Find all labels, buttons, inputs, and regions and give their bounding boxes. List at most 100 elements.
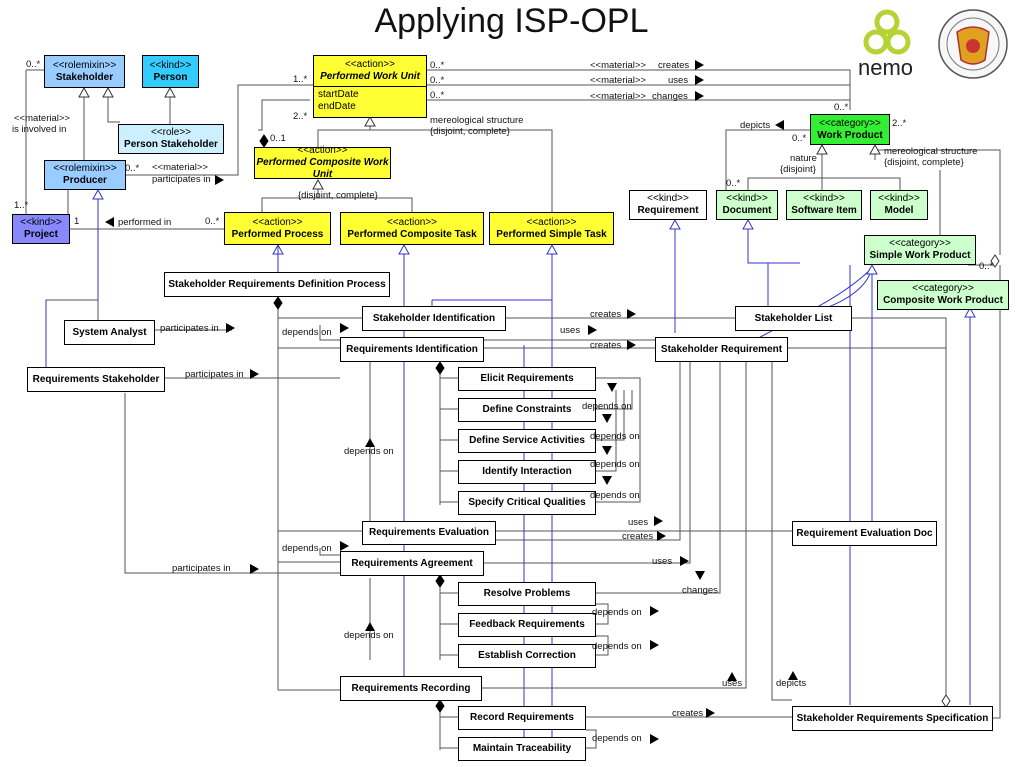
edge-label: 2..* bbox=[892, 118, 907, 129]
requirement-evaluation-doc-node: Requirement Evaluation Doc bbox=[792, 521, 937, 546]
edge-label: 0..* bbox=[205, 216, 220, 227]
establish-correction-node: Establish Correction bbox=[458, 644, 596, 668]
stakeholder-node: <<rolemixin>>Stakeholder bbox=[44, 55, 125, 88]
edge-label: depends on bbox=[344, 446, 394, 457]
edge-label: creates bbox=[622, 531, 654, 542]
edge-label: 1..* bbox=[293, 74, 308, 85]
edge-label: 0..* bbox=[834, 102, 849, 113]
define-service-activities-node: Define Service Activities bbox=[458, 429, 596, 453]
person-node: <<kind>>Person bbox=[142, 55, 199, 88]
model-node: <<kind>>Model bbox=[870, 190, 928, 220]
edge-label: {disjoint, complete} bbox=[430, 126, 510, 137]
edge-label: depicts bbox=[776, 678, 807, 689]
edge-label: depends on bbox=[592, 733, 642, 744]
elicit-requirements-node: Elicit Requirements bbox=[458, 367, 596, 391]
edge-label: 0..* bbox=[430, 90, 445, 101]
edge-label: changes bbox=[682, 585, 718, 596]
nemo-logo-icon bbox=[863, 9, 911, 55]
document-node: <<kind>>Document bbox=[716, 190, 778, 220]
edge-label: depends on bbox=[590, 431, 640, 442]
edge-label: uses bbox=[652, 556, 673, 567]
university-seal-icon bbox=[938, 9, 1008, 79]
stakeholder-identification-node: Stakeholder Identification bbox=[362, 306, 506, 331]
edge-label: depends on bbox=[344, 630, 394, 641]
define-constraints-node: Define Constraints bbox=[458, 398, 596, 422]
requirements-agreement-node: Requirements Agreement bbox=[340, 551, 484, 576]
requirements-stakeholder-node: Requirements Stakeholder bbox=[27, 367, 165, 392]
edge-label: uses bbox=[560, 325, 581, 336]
edge-label: participates in bbox=[185, 369, 244, 380]
edge-label: <<material>> bbox=[590, 91, 646, 102]
edge-label: <<material>> bbox=[590, 75, 646, 86]
performed-process-node: <<action>>Performed Process bbox=[224, 212, 331, 245]
edge-label: uses bbox=[668, 75, 689, 86]
edge-label: participates in bbox=[172, 563, 231, 574]
edge-label: depends on bbox=[590, 459, 640, 470]
edge-label: 0..1 bbox=[270, 133, 286, 144]
edge-label: uses bbox=[628, 517, 649, 528]
edge-label: performed in bbox=[118, 217, 172, 228]
edge-label: depends on bbox=[592, 607, 642, 618]
requirement-node: <<kind>>Requirement bbox=[629, 190, 707, 220]
edge-label: depends on bbox=[582, 401, 632, 412]
maintain-traceability-node: Maintain Traceability bbox=[458, 737, 586, 761]
edge-label: creates bbox=[590, 340, 622, 351]
end-date-attr: endDate bbox=[318, 101, 356, 112]
edge-label: uses bbox=[722, 678, 743, 689]
edge-label: 0..* bbox=[125, 163, 140, 174]
edge-label: 1..* bbox=[14, 200, 29, 211]
edge-label: 0..* bbox=[430, 60, 445, 71]
requirements-evaluation-node: Requirements Evaluation bbox=[362, 521, 496, 545]
edge-label: 0..* bbox=[979, 261, 994, 272]
edge-label: <<material>> bbox=[590, 60, 646, 71]
requirements-recording-node: Requirements Recording bbox=[340, 676, 482, 701]
nemo-logo-text: nemo bbox=[858, 55, 914, 80]
edge-label: 2..* bbox=[293, 111, 308, 122]
performed-composite-task-node: <<action>>Performed Composite Task bbox=[340, 212, 484, 245]
project-node: <<kind>>Project bbox=[12, 214, 70, 244]
performed-composite-work-unit-node: <<action>>Performed Composite Work Unit bbox=[254, 145, 391, 180]
edge-label: 0..* bbox=[26, 59, 41, 70]
edge-label: depends on bbox=[282, 543, 332, 554]
record-requirements-node: Record Requirements bbox=[458, 706, 586, 730]
edge-label: {disjoint, complete} bbox=[298, 190, 378, 201]
edge-label: depends on bbox=[592, 641, 642, 652]
stakeholder-requirement-node: Stakeholder Requirement bbox=[655, 337, 788, 362]
edge-label: creates bbox=[590, 309, 622, 320]
edge-label: participates in bbox=[160, 323, 219, 334]
edge-label: <<material>> bbox=[14, 113, 70, 124]
edge-label: 1 bbox=[74, 216, 80, 227]
edge-label: 0..* bbox=[726, 178, 741, 189]
srdp-node: Stakeholder Requirements Definition Proc… bbox=[164, 272, 390, 297]
performed-simple-task-node: <<action>>Performed Simple Task bbox=[489, 212, 614, 245]
edge-label: nature bbox=[790, 153, 817, 164]
page-title: Applying ISP-OPL bbox=[374, 2, 649, 40]
edge-label: 0..* bbox=[430, 75, 445, 86]
edge-label: {disjoint} bbox=[780, 164, 816, 175]
software-item-node: <<kind>>Software Item bbox=[786, 190, 862, 220]
requirements-identification-node: Requirements Identification bbox=[340, 337, 484, 362]
identify-interaction-node: Identify Interaction bbox=[458, 460, 596, 484]
edge-label: mereological structure bbox=[884, 146, 978, 157]
resolve-problems-node: Resolve Problems bbox=[458, 582, 596, 606]
edge-label: participates in bbox=[152, 174, 211, 185]
simple-work-product-node: <<category>>Simple Work Product bbox=[864, 235, 976, 265]
producer-node: <<rolemixin>>Producer bbox=[44, 160, 126, 190]
edge-label: {disjoint, complete} bbox=[884, 157, 964, 168]
edge-label: <<material>> bbox=[152, 162, 208, 173]
work-product-node: <<category>>Work Product bbox=[810, 114, 890, 145]
edge-label: 0..* bbox=[792, 133, 807, 144]
feedback-requirements-node: Feedback Requirements bbox=[458, 613, 596, 637]
person-stakeholder-node: <<role>>Person Stakeholder bbox=[118, 124, 224, 154]
edge-label: changes bbox=[652, 91, 688, 102]
performed-work-unit-node: <<action>>Performed Work Unit startDate … bbox=[313, 55, 427, 118]
edge-label: depends on bbox=[282, 327, 332, 338]
edge-label: creates bbox=[672, 708, 704, 719]
edge-label: is involved in bbox=[12, 124, 67, 135]
edge-label: creates bbox=[658, 60, 690, 71]
composite-work-product-node: <<category>>Composite Work Product bbox=[877, 280, 1009, 310]
srs-node: Stakeholder Requirements Specification bbox=[792, 706, 993, 731]
edge-label: depicts bbox=[740, 120, 771, 131]
start-date-attr: startDate bbox=[318, 89, 359, 100]
